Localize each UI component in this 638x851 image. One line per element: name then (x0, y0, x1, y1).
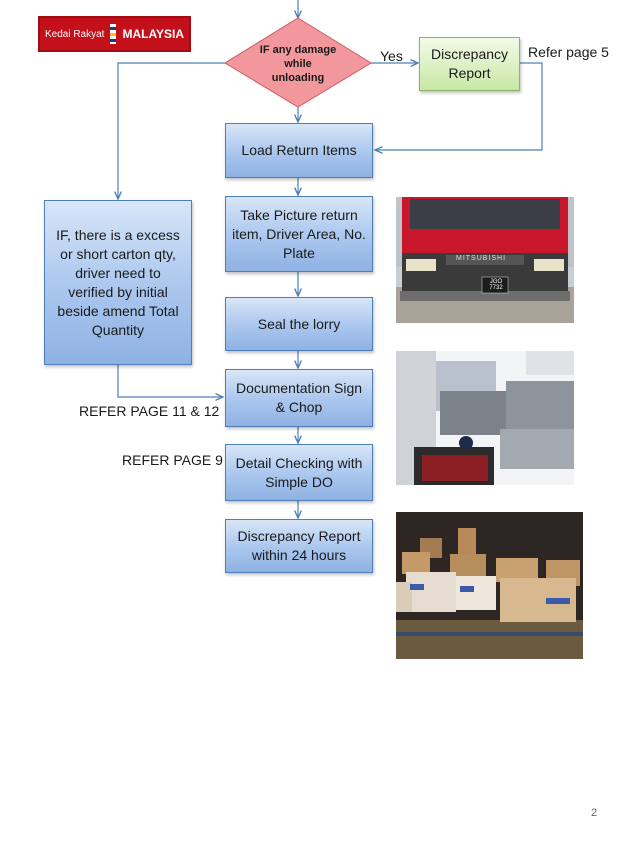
discrepancy-report-box: Discrepancy Report (419, 37, 520, 91)
truck-brand-text: MITSUBISHI (456, 255, 506, 262)
return-items-photo (396, 512, 583, 659)
excess-short-carton-box: IF, there is a excess or short carton qt… (44, 200, 192, 365)
decision-text: IF any damage while unloading (258, 32, 338, 96)
truck-plate-text: JGO 7732 (484, 279, 508, 291)
take-picture-box: Take Picture return item, Driver Area, N… (225, 196, 373, 272)
connector-side-doc (118, 365, 223, 397)
seal-lorry-box: Seal the lorry (225, 297, 373, 351)
yes-label: Yes (380, 48, 403, 64)
detail-checking-box: Detail Checking with Simple DO (225, 444, 373, 501)
refer-page-11-12: REFER PAGE 11 & 12 (79, 403, 219, 419)
connector-left-branch (118, 63, 227, 199)
documentation-box: Documentation Sign & Chop (225, 369, 373, 427)
refer-page-5: Refer page 5 (528, 44, 609, 60)
discrepancy-24h-box: Discrepancy Report within 24 hours (225, 519, 373, 573)
driver-area-photo (396, 351, 574, 485)
load-return-items-box: Load Return Items (225, 123, 373, 178)
truck-front-photo: MITSUBISHI JGO 7732 (396, 197, 574, 323)
refer-page-9: REFER PAGE 9 (122, 452, 223, 468)
page-number: 2 (591, 807, 597, 819)
